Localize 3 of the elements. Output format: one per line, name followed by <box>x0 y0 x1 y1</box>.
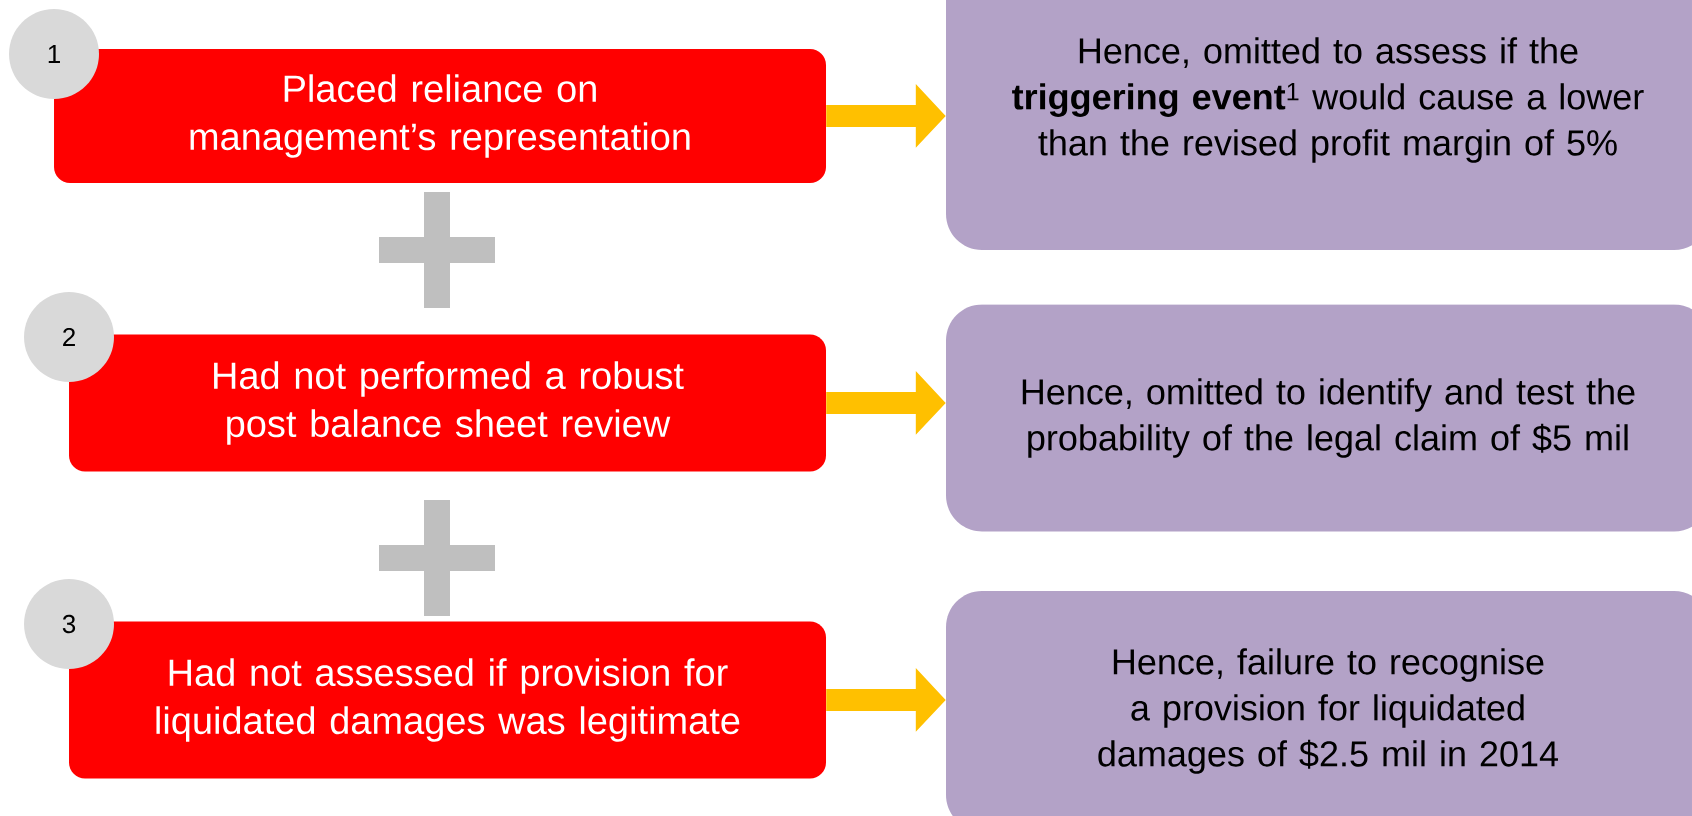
consequence-box: Hence, omitted to identify and test the probability of the legal claim of $5 mil <box>946 304 1692 532</box>
consequence-box: Hence, failure to recognise a provision for liquidated damages of $2.5 mil in 2014 <box>946 591 1692 816</box>
consequence-box: Hence, omitted to assess if the triggering event$^{1}$ would cause a lower than the revised profit margin of 5% <box>946 0 1692 250</box>
